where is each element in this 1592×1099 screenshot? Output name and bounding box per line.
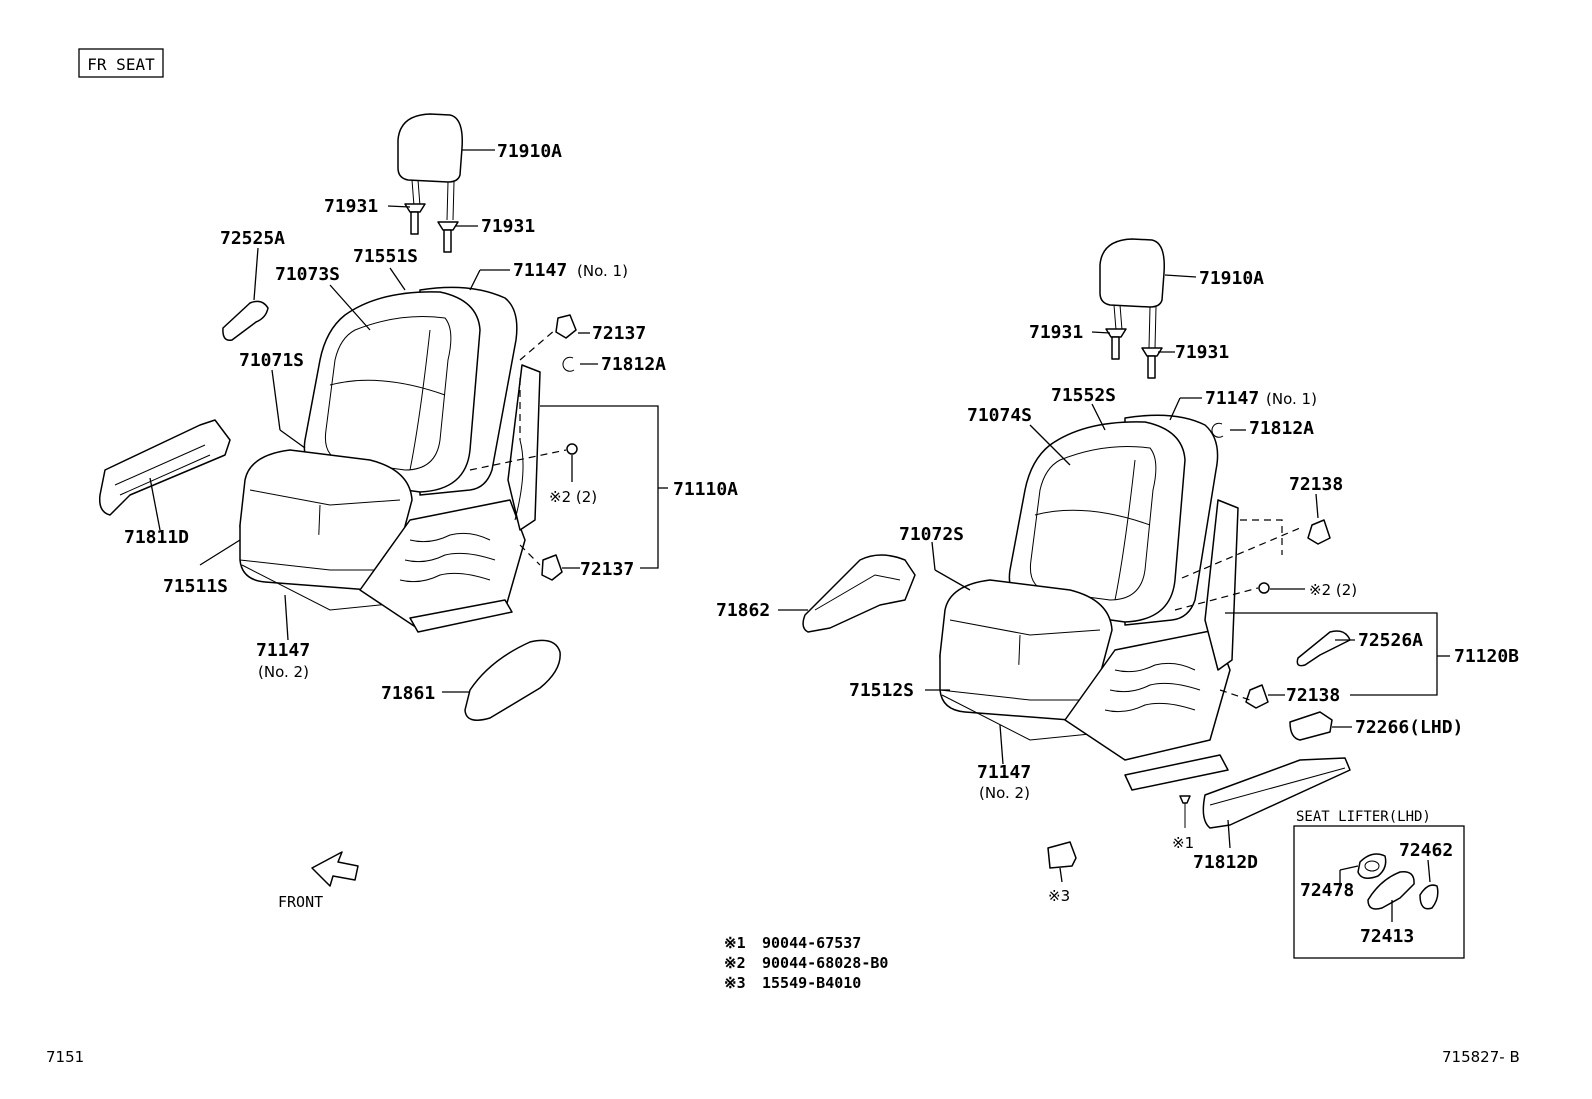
part-notes: ※1 90044-67537 ※2 90044-68028-B0 ※3 1554… (724, 934, 888, 992)
note-mark-1: ※1 (724, 934, 746, 952)
section-label-box (78, 48, 164, 78)
lifter-bezel-icon (1357, 853, 1387, 879)
left-clip-lower-label: 72137 (580, 559, 634, 580)
left-under-board-suffix: (No. 2) (258, 663, 309, 681)
lifter-handle-icon (1367, 871, 1415, 910)
drawing-code: 715827- B (1442, 1048, 1520, 1066)
left-guide-label-2: 71931 (481, 216, 535, 237)
left-side-shield-label: 71811D (124, 527, 189, 548)
left-clip-upper-icon (555, 314, 577, 339)
left-back-board-suffix: (No. 1) (577, 262, 628, 280)
left-guide-label-1: 71931 (324, 196, 378, 217)
left-back-cover-outer-label: 71551S (353, 246, 418, 267)
front-label: FRONT (278, 893, 323, 911)
right-ring-icon (1211, 422, 1224, 438)
left-seat-back-icon (303, 291, 481, 493)
note-part-1: 90044-67537 (762, 934, 861, 952)
right-bracket-icon (1047, 841, 1077, 869)
note-mark-3: ※3 (724, 974, 746, 992)
left-guide-icon-2 (437, 221, 459, 231)
right-under-board-suffix: (No. 2) (979, 784, 1030, 802)
right-guide-icon-2 (1141, 347, 1163, 357)
left-armrest-cover-label: 72525A (220, 228, 285, 249)
lifter-handle-label: 72413 (1360, 926, 1414, 947)
left-seat-assembly: 71910A 71931 71931 72525A 71551S 71073S … (98, 113, 738, 911)
right-seat-back-icon (1008, 421, 1186, 623)
right-ring-label: 71812A (1249, 418, 1314, 439)
right-frame-assy-label: 71120B (1454, 646, 1519, 667)
right-lever-label: 72526A (1358, 630, 1423, 651)
right-headrest-icon (1099, 238, 1165, 308)
right-clip-upper-icon (1307, 519, 1331, 545)
left-headrest-icon (397, 113, 463, 183)
right-lever-icon (1296, 630, 1351, 667)
right-switch-label: 72266(LHD) (1355, 717, 1463, 738)
right-side-cover-icon (1202, 757, 1351, 829)
right-back-board-label: 71147 (1205, 388, 1259, 409)
left-guide-icon (404, 203, 426, 213)
left-front-cover-icon (464, 639, 561, 721)
left-nut-icon (566, 443, 578, 455)
note-part-2: 90044-68028-B0 (762, 954, 888, 972)
right-cushion-cover-label: 71072S (899, 524, 964, 545)
right-clip-lower-label: 72138 (1286, 685, 1340, 706)
left-ring-icon (562, 356, 575, 372)
seat-lifter-detail: SEAT LIFTER(LHD) 72462 72478 72413 (1293, 809, 1465, 959)
left-clip-lower-icon (541, 554, 563, 581)
lifter-title: SEAT LIFTER(LHD) (1296, 809, 1431, 825)
front-arrow-icon (311, 851, 359, 887)
left-side-shield-icon (98, 419, 231, 516)
right-cushion-pad-label: 71512S (849, 680, 914, 701)
left-cushion-pad-label: 71511S (163, 576, 228, 597)
note-part-3: 15549-B4010 (762, 974, 861, 992)
right-headrest-label: 71910A (1199, 268, 1264, 289)
right-under-board-label: 71147 (977, 762, 1031, 783)
lifter-knob-icon (1419, 884, 1439, 910)
right-note2-ref: ※2 (2) (1309, 581, 1357, 599)
right-note3-ref: ※3 (1048, 887, 1070, 905)
right-back-cover-label: 71074S (967, 405, 1032, 426)
left-under-board-label: 71147 (256, 640, 310, 661)
right-guide-label-2: 71931 (1175, 342, 1229, 363)
right-seat-frame-icon (1064, 629, 1231, 761)
right-back-board-suffix: (No. 1) (1266, 390, 1317, 408)
right-screw-icon (1179, 795, 1191, 804)
note-mark-2: ※2 (724, 954, 746, 972)
right-side-cover-label: 71812D (1193, 852, 1258, 873)
left-clip-upper-label: 72137 (592, 323, 646, 344)
page-code: 7151 (46, 1048, 84, 1066)
left-back-cover-label: 71073S (275, 264, 340, 285)
right-nut-icon (1258, 582, 1270, 594)
left-front-cover-label: 71861 (381, 683, 435, 704)
right-clip-lower-icon (1245, 684, 1269, 709)
right-side-shield-label: 71862 (716, 600, 770, 621)
lifter-knob-label: 72462 (1399, 840, 1453, 861)
section-label: FR SEAT (87, 55, 155, 74)
right-guide-label-1: 71931 (1029, 322, 1083, 343)
left-note2-ref: ※2 (2) (549, 488, 597, 506)
right-switch-icon (1289, 711, 1333, 741)
right-back-cover-outer-label: 71552S (1051, 385, 1116, 406)
right-note1-ref: ※1 (1172, 834, 1194, 852)
left-cushion-cover-label: 71071S (239, 350, 304, 371)
right-seat-assembly: 71910A 71931 71931 71552S 71147 (No. 1) … (716, 238, 1519, 905)
left-back-board-label: 71147 (513, 260, 567, 281)
right-side-shield-icon (802, 554, 916, 633)
left-headrest-label: 71910A (497, 141, 562, 162)
lifter-bezel-label: 72478 (1300, 880, 1354, 901)
lifter-box (1293, 825, 1465, 959)
right-guide-icon (1105, 328, 1127, 338)
left-frame-assy-label: 71110A (673, 479, 738, 500)
left-armrest-cover-icon (222, 300, 269, 341)
left-ring-label: 71812A (601, 354, 666, 375)
right-clip-upper-label: 72138 (1289, 474, 1343, 495)
